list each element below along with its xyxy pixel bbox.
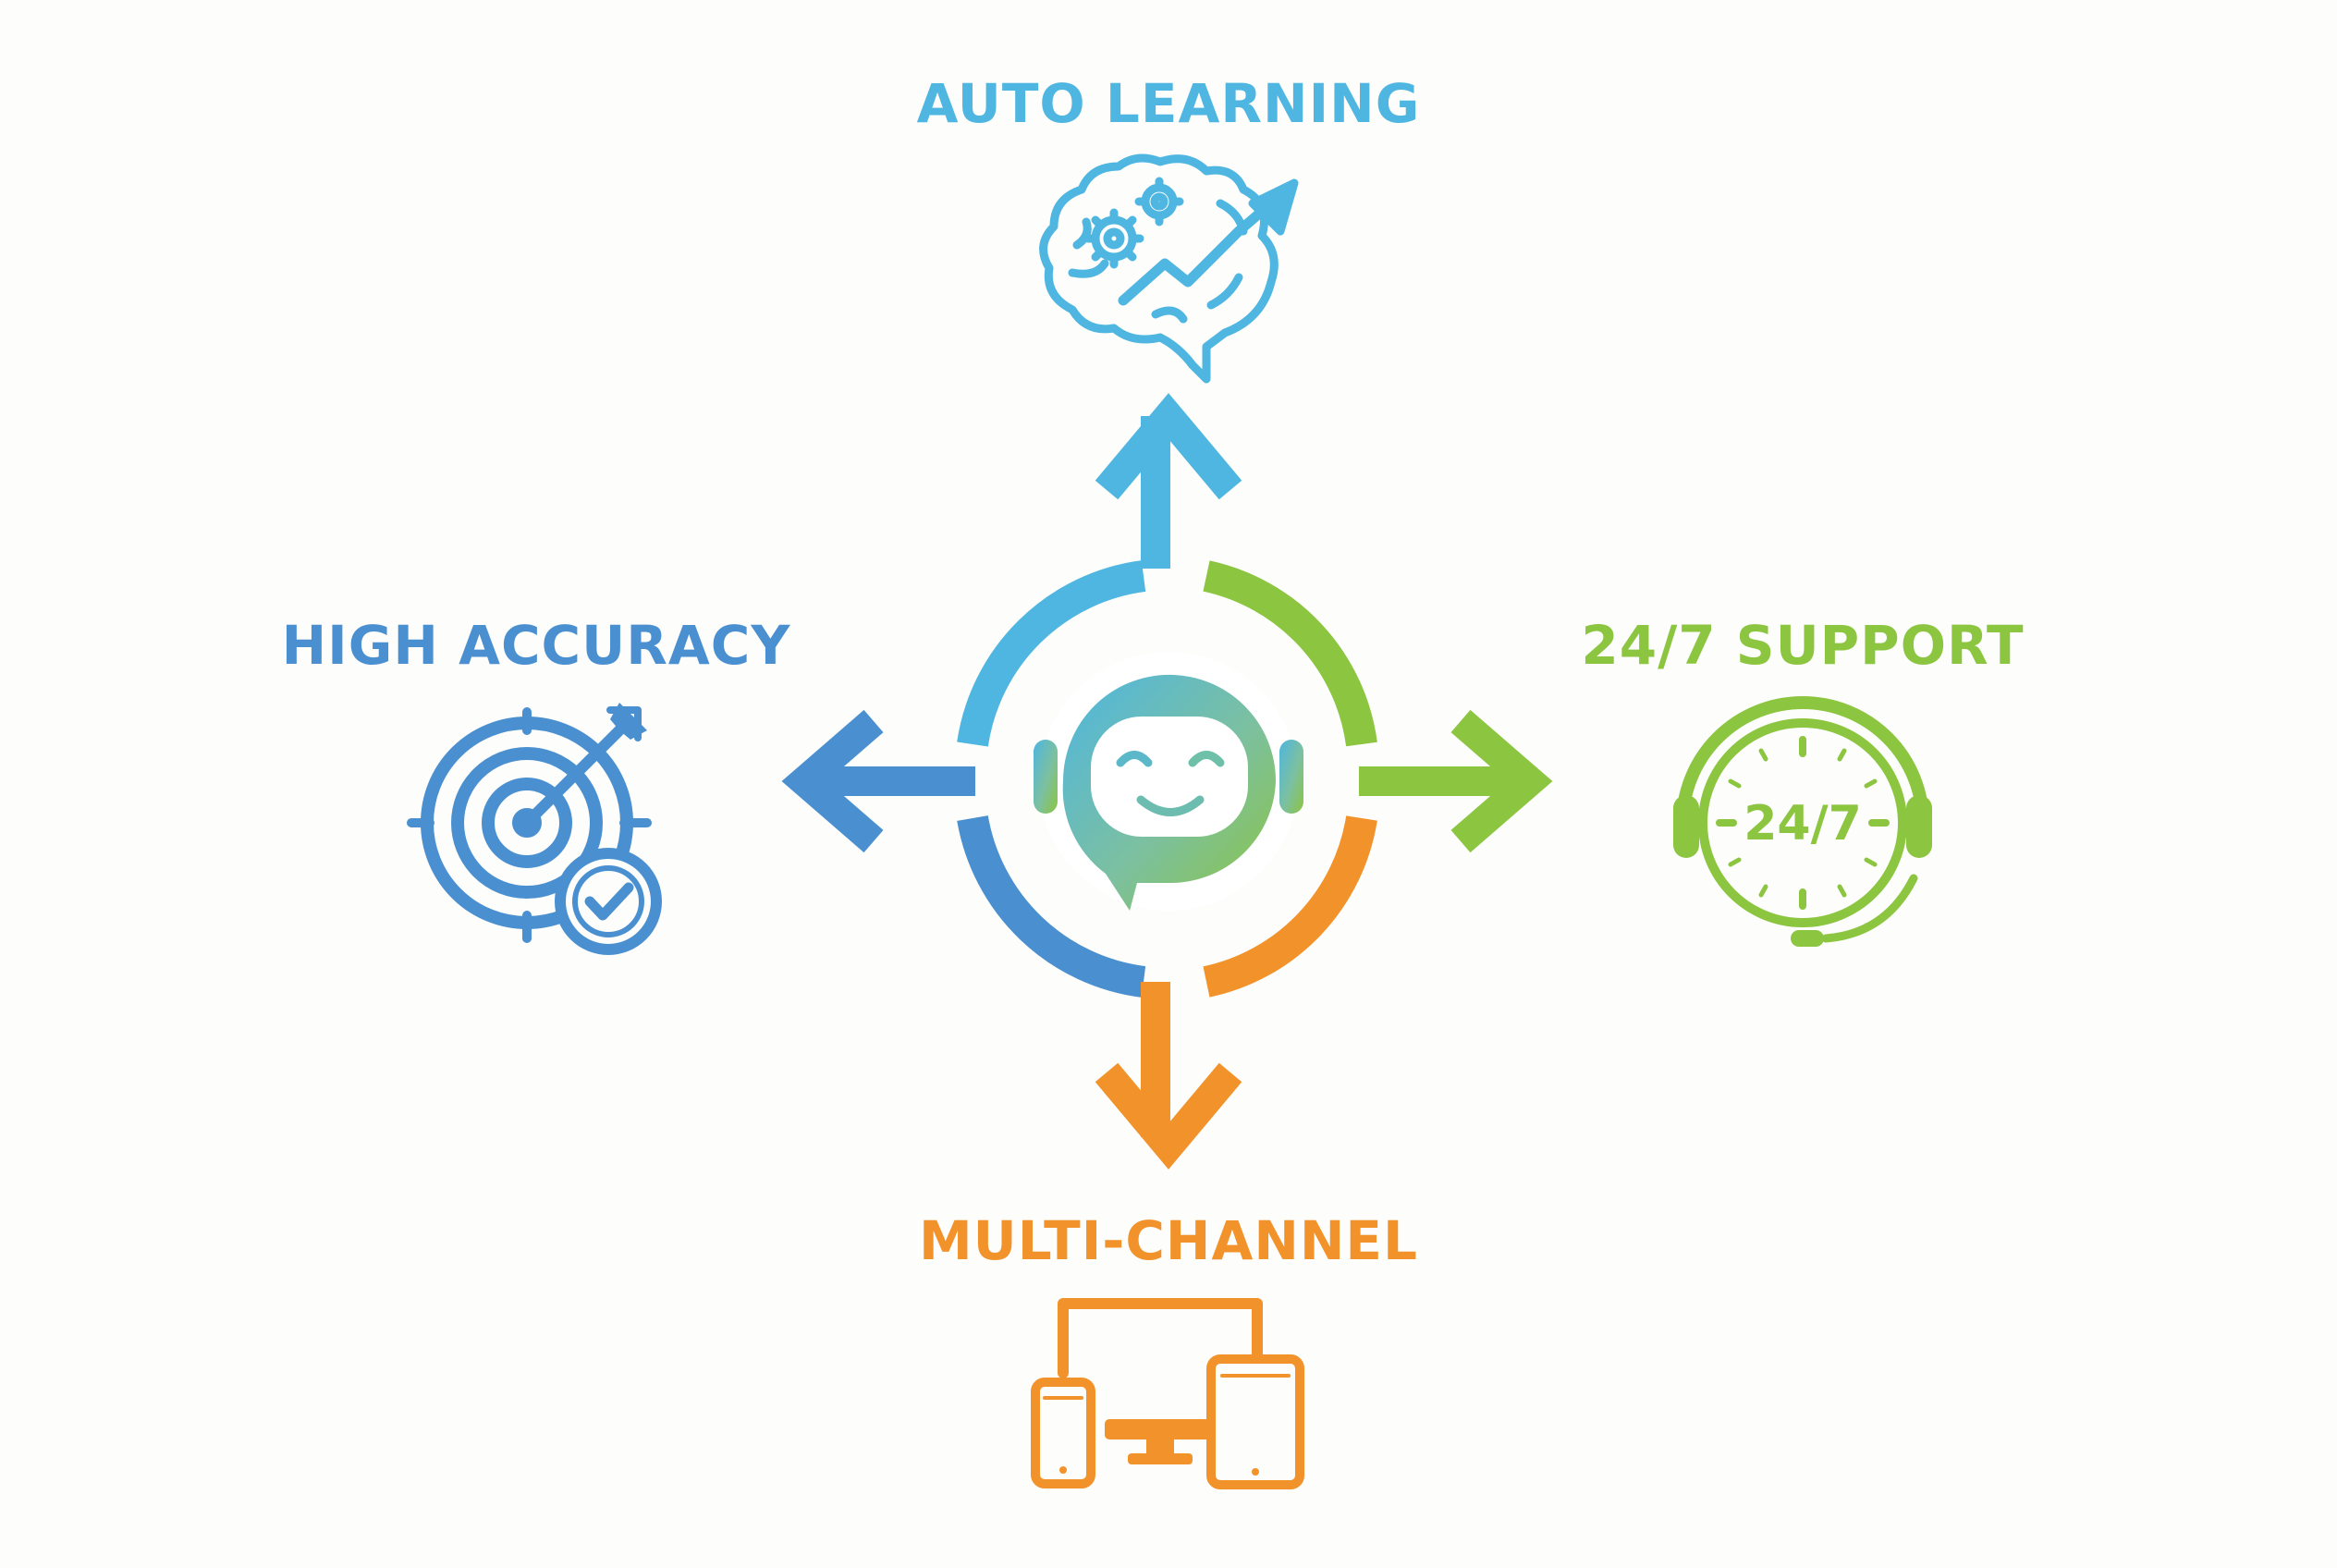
ring-arc-top-right — [1203, 560, 1377, 747]
devices-icon — [1031, 1298, 1304, 1489]
arrow-down — [1095, 982, 1242, 1170]
arrow-up — [1095, 393, 1242, 569]
target-check-icon — [407, 703, 662, 955]
clock-headset-icon: 24/7 — [1673, 696, 1932, 947]
arrow-left — [781, 709, 975, 853]
label-high-accuracy: HIGH ACCURACY — [282, 614, 791, 677]
ring-arc-bottom-right — [1203, 815, 1377, 998]
ring-arc-bottom-left — [957, 815, 1146, 998]
label-24-7-support: 24/7 SUPPORT — [1581, 614, 2024, 677]
label-auto-learning: AUTO LEARNING — [917, 72, 1421, 135]
chatbot-face-icon — [1034, 652, 1303, 911]
label-multi-channel: MULTI-CHANNEL — [919, 1209, 1418, 1272]
clock-badge-text: 24/7 — [1744, 796, 1862, 851]
arrow-right — [1359, 709, 1553, 853]
brain-gears-growth-icon — [1039, 153, 1299, 384]
ring-arc-top-left — [957, 560, 1146, 747]
center-ring — [957, 560, 1377, 998]
